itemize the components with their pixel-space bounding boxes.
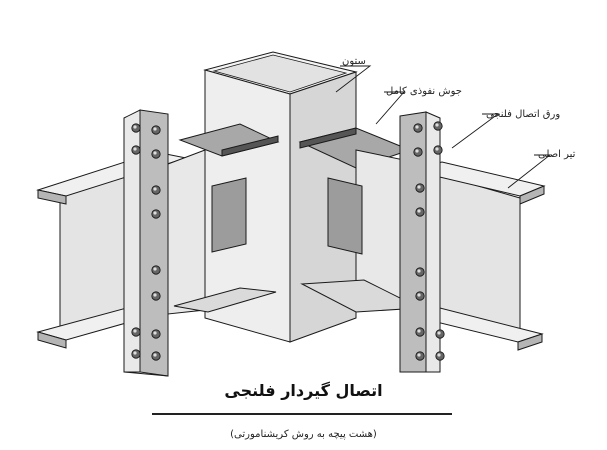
bolt-icon	[151, 125, 161, 135]
bolt-icon	[131, 327, 141, 337]
drawing-title: اتصال گیردار فلنجی	[224, 381, 383, 400]
bolt-icon	[151, 351, 161, 361]
drawing-subtitle: (هشت پیچه به روش کریشنامورتی)	[230, 429, 377, 440]
bolt-icon	[415, 267, 425, 277]
bolt-icon	[131, 145, 141, 155]
bolt-icon	[415, 351, 425, 361]
bolt-icon	[151, 209, 161, 219]
right-beam	[409, 161, 546, 351]
bolt-icon	[415, 291, 425, 301]
bolt-icon	[415, 183, 425, 193]
bolt-icon	[433, 145, 443, 155]
label-column: ستون	[342, 56, 366, 67]
bolt-icon	[413, 123, 423, 133]
bolt-icon	[151, 291, 161, 301]
bolt-icon	[435, 329, 445, 339]
leader-lines	[335, 65, 552, 189]
left-continuity-plates	[167, 123, 280, 315]
right-continuity-plates	[298, 127, 422, 313]
bolt-icon	[435, 351, 445, 361]
bolt-icon	[433, 121, 443, 131]
bolt-icon	[151, 265, 161, 275]
bolt-icon	[131, 349, 141, 359]
bolts	[131, 121, 445, 361]
bolt-icon	[415, 207, 425, 217]
bolt-icon	[131, 123, 141, 133]
bolt-icon	[413, 147, 423, 157]
left-end-plate	[123, 109, 169, 377]
bolt-icon	[415, 327, 425, 337]
bolt-icon	[151, 329, 161, 339]
label-main-beam: تیر اصلی	[538, 149, 576, 160]
label-flange-plate: ورق اتصال فلنجی	[486, 109, 561, 120]
title-underline	[152, 413, 452, 415]
bolt-icon	[151, 149, 161, 159]
bolt-icon	[151, 185, 161, 195]
label-weld: جوش نفوذی کامل	[386, 86, 462, 97]
right-end-plate	[399, 111, 441, 373]
